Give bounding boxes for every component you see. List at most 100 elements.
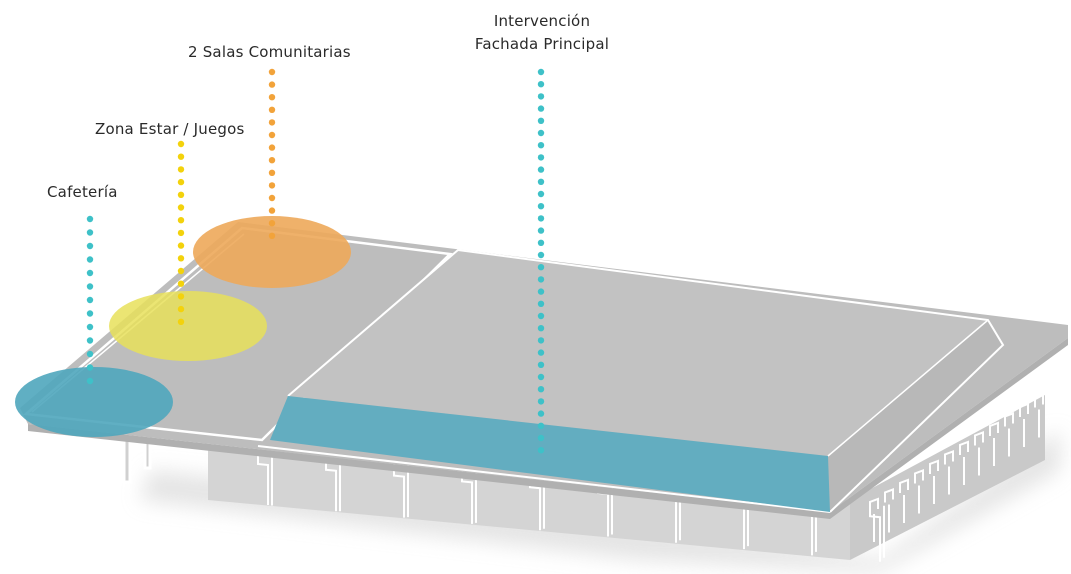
leader-dot bbox=[268, 169, 276, 176]
leader-dot bbox=[177, 140, 185, 148]
leader-dot bbox=[268, 68, 276, 76]
leader-intervencion bbox=[537, 68, 545, 454]
leader-dot bbox=[268, 232, 276, 239]
leader-dot bbox=[537, 349, 545, 356]
leader-dot bbox=[537, 239, 545, 246]
side-column bbox=[974, 431, 984, 476]
leader-dot bbox=[537, 215, 545, 222]
side-column bbox=[1034, 393, 1044, 438]
leader-dot bbox=[177, 255, 185, 262]
leader-dot bbox=[86, 364, 94, 371]
leader-dot bbox=[86, 310, 94, 317]
leader-dot bbox=[86, 242, 94, 250]
label-salas: 2 Salas Comunitarias bbox=[188, 43, 351, 61]
leader-dot bbox=[537, 386, 545, 393]
leader-dot bbox=[537, 166, 545, 173]
leader-dot bbox=[177, 191, 185, 198]
intervencion-fachada-band bbox=[270, 396, 830, 512]
leader-dot bbox=[537, 361, 545, 368]
side-column bbox=[1019, 402, 1029, 447]
leader-dot bbox=[268, 157, 276, 164]
leader-dot bbox=[537, 337, 545, 344]
label-intervencion: Intervención Fachada Principal bbox=[474, 12, 610, 53]
leader-dot bbox=[268, 182, 276, 189]
leader-dot bbox=[268, 207, 276, 214]
leader-dot bbox=[268, 194, 276, 202]
leader-zona-estar bbox=[177, 140, 185, 325]
side-column bbox=[929, 459, 939, 504]
leader-dot bbox=[537, 422, 545, 429]
leader-dot bbox=[537, 398, 545, 405]
leader-dot bbox=[268, 144, 276, 151]
leader-dot bbox=[537, 203, 545, 210]
leader-dot bbox=[86, 256, 94, 263]
support-legs bbox=[122, 436, 152, 484]
lower-structure bbox=[208, 393, 1045, 562]
leader-dot bbox=[177, 305, 185, 313]
leader-dot bbox=[86, 350, 94, 358]
leader-dot bbox=[86, 377, 94, 385]
leader-dot bbox=[268, 81, 276, 88]
leader-dot bbox=[86, 337, 94, 344]
leader-dot bbox=[86, 269, 94, 277]
leader-dot bbox=[268, 106, 276, 114]
zona-estar-area bbox=[109, 291, 267, 361]
leader-dot bbox=[537, 251, 545, 259]
side-column bbox=[1004, 412, 1014, 457]
leader-dot bbox=[537, 105, 545, 112]
leader-dot bbox=[177, 293, 185, 300]
leader-dot bbox=[537, 68, 545, 76]
leader-dot bbox=[537, 93, 545, 100]
leader-dot bbox=[537, 373, 545, 381]
leader-dot bbox=[537, 129, 545, 137]
leader-dot bbox=[86, 215, 94, 223]
leader-cafeteria bbox=[86, 215, 94, 385]
label-zona-estar: Zona Estar / Juegos bbox=[95, 120, 245, 138]
leader-salas bbox=[268, 68, 276, 239]
leader-dot bbox=[86, 323, 94, 331]
leader-dot bbox=[86, 296, 94, 304]
side-column bbox=[884, 488, 894, 533]
side-column bbox=[944, 450, 954, 495]
leader-dot bbox=[177, 217, 185, 224]
leader-dot bbox=[177, 242, 185, 249]
label-cafeteria: Cafetería bbox=[47, 183, 118, 201]
raised-block bbox=[287, 248, 1005, 513]
leader-dot bbox=[177, 204, 185, 211]
leader-dot bbox=[177, 318, 185, 325]
side-column bbox=[959, 440, 969, 485]
leader-dot bbox=[537, 178, 545, 185]
leader-dot bbox=[537, 81, 545, 88]
leader-dot bbox=[537, 142, 545, 149]
side-column bbox=[989, 421, 999, 466]
leader-dot bbox=[537, 190, 545, 198]
leader-dot bbox=[537, 227, 545, 234]
leader-dot bbox=[177, 178, 185, 186]
leader-dot bbox=[537, 312, 545, 320]
leader-dot bbox=[268, 94, 276, 101]
leader-dot bbox=[86, 283, 94, 290]
leader-dot bbox=[177, 153, 185, 160]
leader-dot bbox=[537, 434, 545, 442]
leader-dot bbox=[268, 220, 276, 227]
leader-dot bbox=[537, 325, 545, 332]
side-column bbox=[869, 497, 879, 542]
cafeteria-area bbox=[15, 367, 173, 437]
facade-column bbox=[257, 452, 273, 506]
leader-dot bbox=[86, 229, 94, 236]
leader-dot bbox=[537, 117, 545, 125]
leader-dot bbox=[268, 119, 276, 126]
leader-dot bbox=[537, 410, 545, 417]
leader-dot bbox=[537, 300, 545, 307]
side-column bbox=[899, 478, 909, 523]
leader-dot bbox=[177, 166, 185, 173]
side-column bbox=[914, 469, 924, 514]
leader-dot bbox=[537, 447, 545, 454]
facade-column bbox=[325, 457, 341, 512]
leader-dot bbox=[268, 131, 276, 139]
leader-dot bbox=[177, 229, 185, 237]
leader-dot bbox=[177, 280, 185, 287]
leader-dot bbox=[537, 154, 545, 161]
salas-area bbox=[193, 216, 351, 288]
